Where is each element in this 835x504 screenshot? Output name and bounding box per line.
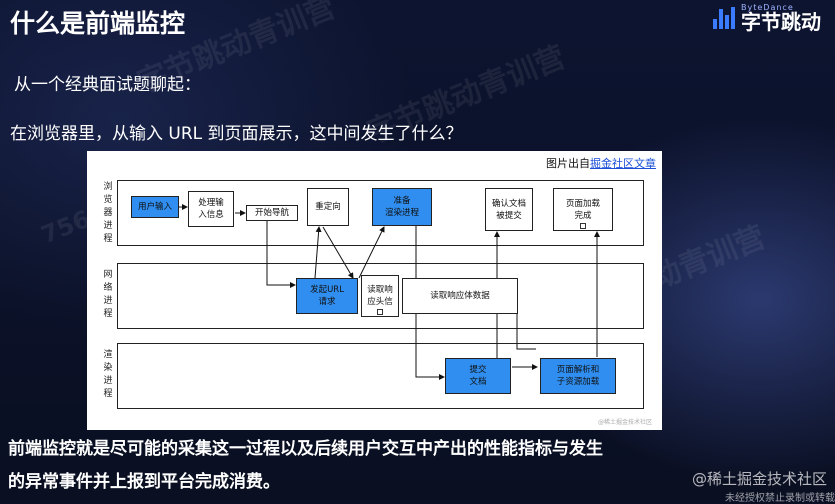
bytedance-logo-icon xyxy=(713,7,735,29)
expand-icon xyxy=(580,223,586,229)
node-user-input: 用户输入 xyxy=(131,196,179,218)
node-load-done: 页面加载完成 xyxy=(553,188,613,231)
copyright-notice: 未经授权禁止录制或转载 xyxy=(725,493,835,504)
node-read-body: 读取响应体数据 xyxy=(402,278,518,314)
lane-label-renderer: 渲染进程 xyxy=(103,350,113,399)
node-prepare-renderer: 准备渲染进程 xyxy=(372,188,432,226)
node-redirect: 重定向 xyxy=(307,188,349,226)
lane-label-browser: 浏览器进程 xyxy=(103,182,113,244)
node-parse-load: 页面解析和子资源加载 xyxy=(540,358,616,394)
summary-text: 前端监控就是尽可能的采集这一过程以及后续用户交互中产出的性能指标与发生 的异常事… xyxy=(8,439,603,492)
logo-small-text: ByteDance xyxy=(741,3,794,12)
page-title: 什么是前端监控 xyxy=(10,9,186,38)
node-process-input: 处理输入信息 xyxy=(188,191,234,227)
logo-big-text: 字节跳动 xyxy=(741,10,821,34)
flow-arrows xyxy=(179,204,600,380)
node-confirm-doc: 确认文档被提交 xyxy=(485,188,533,231)
process-diagram: 图片出自掘金社区文章 浏览器进程 网络进程 渲染进程 xyxy=(87,151,662,430)
diagram-footnote: @稀土掘金技术社区 xyxy=(597,419,652,426)
site-watermark: @稀土掘金技术社区 xyxy=(691,470,827,488)
intro-text: 从一个经典面试题聊起： xyxy=(14,75,201,95)
node-read-header: 读取响应头信 xyxy=(361,275,399,317)
image-credit: 图片出自掘金社区文章 xyxy=(546,157,656,170)
lane-label-network: 网络进程 xyxy=(103,270,113,319)
question-text: 在浏览器里，从输入 URL 到页面展示，这中间发生了什么？ xyxy=(10,124,463,144)
credit-link[interactable]: 掘金社区文章 xyxy=(590,157,656,170)
bytedance-logo: ByteDance 字节跳动 xyxy=(713,4,821,32)
node-submit-doc: 提交文档 xyxy=(445,358,511,394)
node-start-nav: 开始导航 xyxy=(246,205,298,221)
expand-icon xyxy=(377,309,383,315)
